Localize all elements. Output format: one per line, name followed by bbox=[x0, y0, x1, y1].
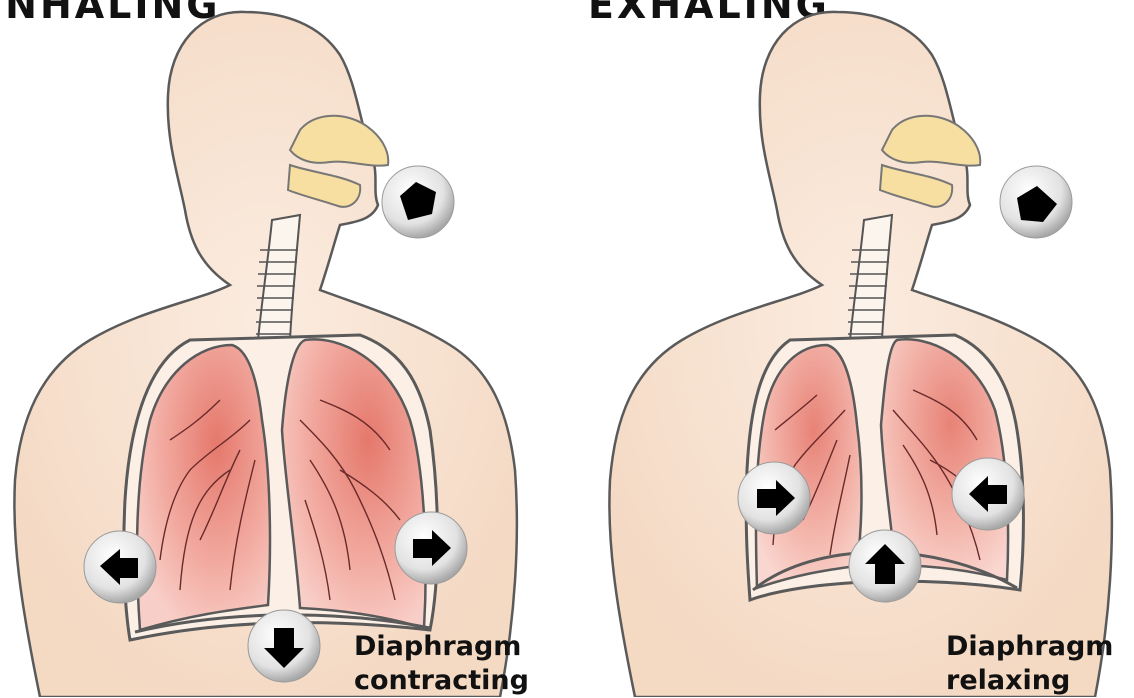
inhaling-illustration bbox=[0, 0, 540, 697]
diaphragm-down-arrow-icon bbox=[248, 610, 320, 682]
chest-contract-right-arrow-icon bbox=[952, 458, 1024, 530]
air-in-arrow-icon bbox=[382, 166, 454, 238]
diaphragm-contracting-caption: Diaphragm contracting bbox=[354, 630, 529, 698]
caption-line-2: contracting bbox=[354, 664, 529, 698]
chest-contract-left-arrow-icon bbox=[738, 462, 810, 534]
chest-expand-right-arrow-icon bbox=[395, 512, 467, 584]
diaphragm-relaxing-caption: Diaphragm relaxing bbox=[946, 630, 1113, 698]
air-out-arrow-icon bbox=[1000, 166, 1072, 238]
caption-line-1: Diaphragm bbox=[354, 630, 529, 664]
diaphragm-up-arrow-icon bbox=[849, 530, 921, 602]
chest-expand-left-arrow-icon bbox=[84, 531, 156, 603]
exhaling-illustration bbox=[605, 0, 1134, 697]
caption-line-1: Diaphragm bbox=[946, 630, 1113, 664]
caption-line-2: relaxing bbox=[946, 664, 1113, 698]
